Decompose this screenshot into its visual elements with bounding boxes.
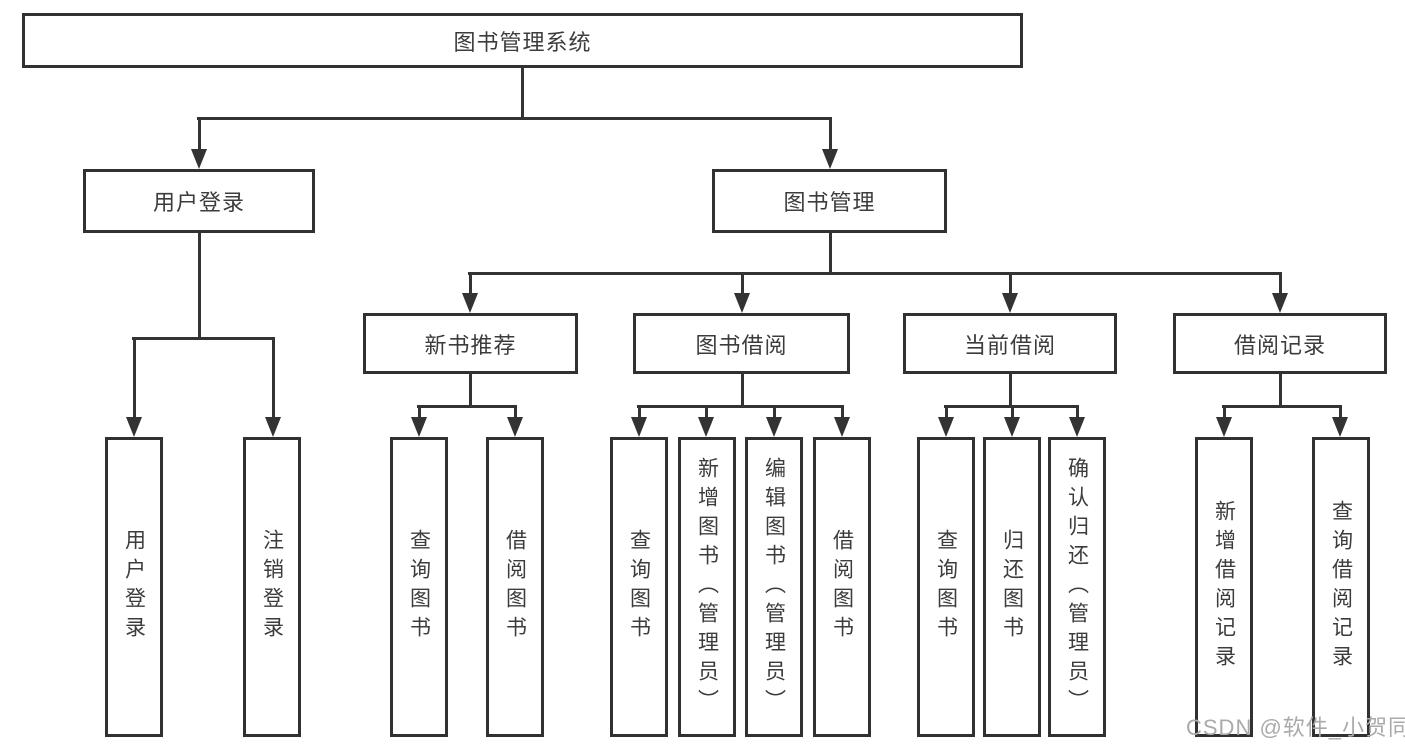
arrowhead-icon xyxy=(1004,417,1020,437)
leaf-logout-label: 注销登录 xyxy=(260,529,284,645)
connector-line xyxy=(418,405,421,421)
connector-line xyxy=(1279,272,1282,297)
leaf-bb-query-books: 查询图书 xyxy=(610,437,668,737)
leaf-bb-edit-books-admin-label: 编辑图书（管理员） xyxy=(762,456,786,718)
leaf-nbr-query-books-label: 查询图书 xyxy=(407,529,431,645)
arrowhead-icon xyxy=(938,417,954,437)
connector-line xyxy=(1279,374,1282,408)
leaf-br-add-borrow-record-label: 新增借阅记录 xyxy=(1212,500,1236,674)
connector-line xyxy=(741,374,744,408)
arrowhead-icon xyxy=(834,417,850,437)
leaf-bb-add-books-admin-label: 新增图书（管理员） xyxy=(695,456,719,718)
connector-line xyxy=(521,68,524,119)
connector-line xyxy=(841,405,844,421)
leaf-logout: 注销登录 xyxy=(243,437,301,737)
connector-line xyxy=(198,233,201,340)
connector-line xyxy=(198,117,201,153)
arrowhead-icon xyxy=(822,149,838,169)
arrowhead-icon xyxy=(462,293,478,313)
node-book-borrowing: 图书借阅 xyxy=(633,313,850,374)
connector-line xyxy=(132,337,275,340)
node-new-book-recommend-label: 新书推荐 xyxy=(424,332,517,358)
arrowhead-icon xyxy=(507,417,523,437)
node-book-management: 图书管理 xyxy=(712,169,947,233)
node-new-book-recommend: 新书推荐 xyxy=(363,313,578,374)
connector-line xyxy=(829,233,832,275)
node-borrowing-records-label: 借阅记录 xyxy=(1233,332,1326,358)
leaf-br-query-borrow-record: 查询借阅记录 xyxy=(1312,437,1370,737)
arrowhead-icon xyxy=(411,417,427,437)
connector-line xyxy=(469,374,472,408)
leaf-nbr-borrow-books-label: 借阅图书 xyxy=(503,529,527,645)
arrowhead-icon xyxy=(1002,293,1018,313)
connector-line xyxy=(638,405,641,421)
connector-line xyxy=(637,405,844,408)
connector-line xyxy=(741,272,744,297)
arrowhead-icon xyxy=(191,149,207,169)
leaf-nbr-borrow-books: 借阅图书 xyxy=(486,437,544,737)
leaf-br-query-borrow-record-label: 查询借阅记录 xyxy=(1329,500,1353,674)
connector-line xyxy=(514,405,517,421)
arrowhead-icon xyxy=(734,293,750,313)
leaf-bb-borrow-books-label: 借阅图书 xyxy=(830,529,854,645)
connector-line xyxy=(773,405,776,421)
leaf-user-login-label: 用户登录 xyxy=(122,529,146,645)
connector-line xyxy=(829,117,832,153)
node-borrowing-records: 借阅记录 xyxy=(1173,313,1387,374)
leaf-nbr-query-books: 查询图书 xyxy=(390,437,448,737)
node-book-management-label: 图书管理 xyxy=(783,190,876,215)
arrowhead-icon xyxy=(1272,293,1288,313)
connector-line xyxy=(133,337,136,421)
leaf-bb-add-books-admin: 新增图书（管理员） xyxy=(678,437,736,737)
connector-line xyxy=(469,272,472,297)
connector-line xyxy=(417,405,517,408)
arrowhead-icon xyxy=(766,417,782,437)
leaf-bb-query-books-label: 查询图书 xyxy=(627,529,651,645)
leaf-cb-return-books: 归还图书 xyxy=(983,437,1041,737)
connector-line xyxy=(197,117,831,120)
leaf-cb-confirm-return-admin-label: 确认归还（管理员） xyxy=(1065,456,1089,718)
connector-line xyxy=(1339,405,1342,421)
leaf-cb-query-books-label: 查询图书 xyxy=(934,529,958,645)
leaf-cb-query-books: 查询图书 xyxy=(917,437,975,737)
leaf-cb-confirm-return-admin: 确认归还（管理员） xyxy=(1048,437,1106,737)
node-user-login: 用户登录 xyxy=(83,169,315,233)
connector-line xyxy=(1223,405,1226,421)
leaf-user-login: 用户登录 xyxy=(105,437,163,737)
arrowhead-icon xyxy=(126,417,142,437)
arrowhead-icon xyxy=(1069,417,1085,437)
connector-line xyxy=(1222,405,1342,408)
node-user-login-label: 用户登录 xyxy=(152,190,245,215)
node-current-borrowing: 当前借阅 xyxy=(903,313,1117,374)
arrowhead-icon xyxy=(631,417,647,437)
leaf-bb-borrow-books: 借阅图书 xyxy=(813,437,871,737)
node-book-borrowing-label: 图书借阅 xyxy=(695,332,788,358)
connector-line xyxy=(1076,405,1079,421)
watermark-text: CSDN @软件_小贺同学 xyxy=(1186,715,1405,740)
connector-line xyxy=(1011,405,1014,421)
node-current-borrowing-label: 当前借阅 xyxy=(963,332,1056,358)
arrowhead-icon xyxy=(698,417,714,437)
node-root: 图书管理系统 xyxy=(22,13,1023,68)
leaf-bb-edit-books-admin: 编辑图书（管理员） xyxy=(745,437,803,737)
connector-line xyxy=(945,405,948,421)
connector-line xyxy=(1009,374,1012,408)
leaf-cb-return-books-label: 归还图书 xyxy=(1000,529,1024,645)
arrowhead-icon xyxy=(1332,417,1348,437)
connector-line xyxy=(468,272,1281,275)
leaf-br-add-borrow-record: 新增借阅记录 xyxy=(1195,437,1253,737)
arrowhead-icon xyxy=(1216,417,1232,437)
arrowhead-icon xyxy=(265,417,281,437)
connector-line xyxy=(705,405,708,421)
connector-line xyxy=(1009,272,1012,297)
node-root-label: 图书管理系统 xyxy=(453,29,592,55)
connector-line xyxy=(272,337,275,421)
